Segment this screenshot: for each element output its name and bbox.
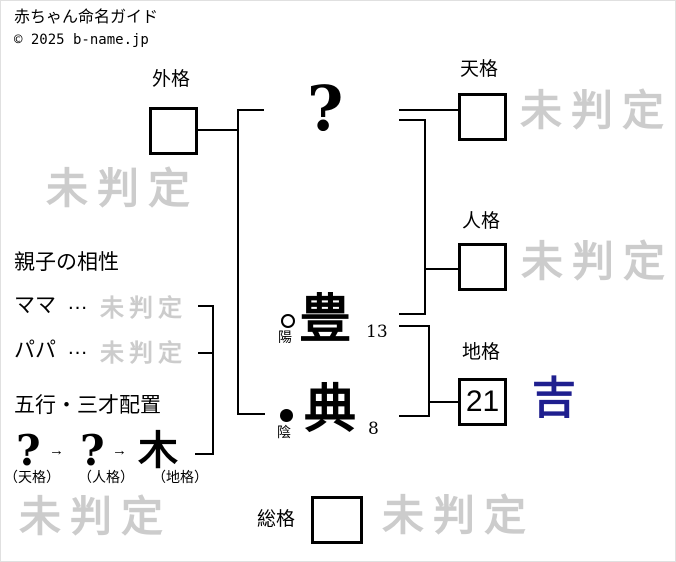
compat-papa-stub <box>198 352 214 354</box>
gogyo-element-3: 木 <box>138 427 178 474</box>
gaikaku-label: 外格 <box>152 69 191 90</box>
soukaku-label: 総格 <box>257 509 296 530</box>
name-char-1-strokes: 13 <box>366 322 388 342</box>
gogyo-label-chikaku: （地格） <box>152 469 208 485</box>
surname-placeholder: ? <box>307 72 344 145</box>
gogyo-connector-stub <box>195 453 214 455</box>
name-bracket-vertical-line <box>237 109 239 415</box>
tenkaku-value-box <box>458 93 507 141</box>
chikaku-value: 21 <box>465 385 500 418</box>
chikaku-value-box: 21 <box>458 378 507 426</box>
gogyo-element-2: ? <box>80 426 105 475</box>
chikaku-bracket-bottom-stub <box>399 415 430 417</box>
gaikaku-connector-line <box>198 129 238 131</box>
compat-bracket-vertical-line <box>212 305 214 455</box>
gogyo-arrow-2-icon: → <box>112 442 127 459</box>
jinkaku-result-watermark: 未判定 <box>521 237 675 286</box>
chikaku-result-kichi: 吉 <box>532 373 576 424</box>
tenkaku-connector-line <box>399 109 458 111</box>
gogyo-result-watermark: 未判定 <box>19 492 173 541</box>
jinkaku-bracket-bottom-stub <box>399 313 426 315</box>
yin-circle-icon <box>280 409 293 422</box>
tenkaku-result-watermark: 未判定 <box>520 86 674 135</box>
name-bracket-top-stub <box>237 109 264 111</box>
name-bracket-bottom-stub <box>237 413 265 415</box>
chikaku-connector-line <box>430 401 458 403</box>
tenkaku-label: 天格 <box>460 59 499 80</box>
compat-mama-stub <box>198 305 214 307</box>
jinkaku-label: 人格 <box>462 211 501 232</box>
jinkaku-bracket-top-stub <box>399 119 426 121</box>
gaikaku-result-watermark: 未判定 <box>46 164 200 213</box>
gogyo-label-jinkaku: （人格） <box>78 469 134 485</box>
mama-result-watermark: 未判定 <box>100 293 187 322</box>
jinkaku-bracket-vertical-line <box>424 119 426 315</box>
papa-label: パパ <box>14 339 56 362</box>
jinkaku-value-box <box>458 243 507 291</box>
name-char-2: 典 <box>304 379 357 440</box>
chikaku-bracket-vertical-line <box>428 325 430 417</box>
gogyo-arrow-1-icon: → <box>49 442 64 459</box>
name-char-1: 豊 <box>299 289 352 350</box>
chikaku-bracket-top-stub <box>399 325 430 327</box>
name-char-2-strokes: 8 <box>368 419 379 439</box>
mama-label: ママ <box>14 294 56 317</box>
yang-label: 陽 <box>278 329 292 345</box>
jinkaku-connector-line <box>426 268 458 270</box>
chikaku-label: 地格 <box>462 342 501 363</box>
copyright-text: © 2025 b-name.jp <box>14 32 149 48</box>
gogyo-element-1: ? <box>16 426 41 475</box>
gogyo-label-tenkaku: （天格） <box>4 469 60 485</box>
gogyo-heading: 五行・三才配置 <box>14 394 161 417</box>
mama-separator: … <box>67 291 88 314</box>
papa-separator: … <box>67 336 88 359</box>
soukaku-result-watermark: 未判定 <box>382 491 536 540</box>
yin-label: 陰 <box>277 424 291 440</box>
soukaku-value-box <box>311 496 363 544</box>
compatibility-heading: 親子の相性 <box>14 251 119 274</box>
page-title: 赤ちゃん命名ガイド <box>14 9 159 26</box>
gaikaku-value-box <box>149 107 198 155</box>
yang-circle-icon <box>281 314 295 328</box>
papa-result-watermark: 未判定 <box>100 338 187 367</box>
